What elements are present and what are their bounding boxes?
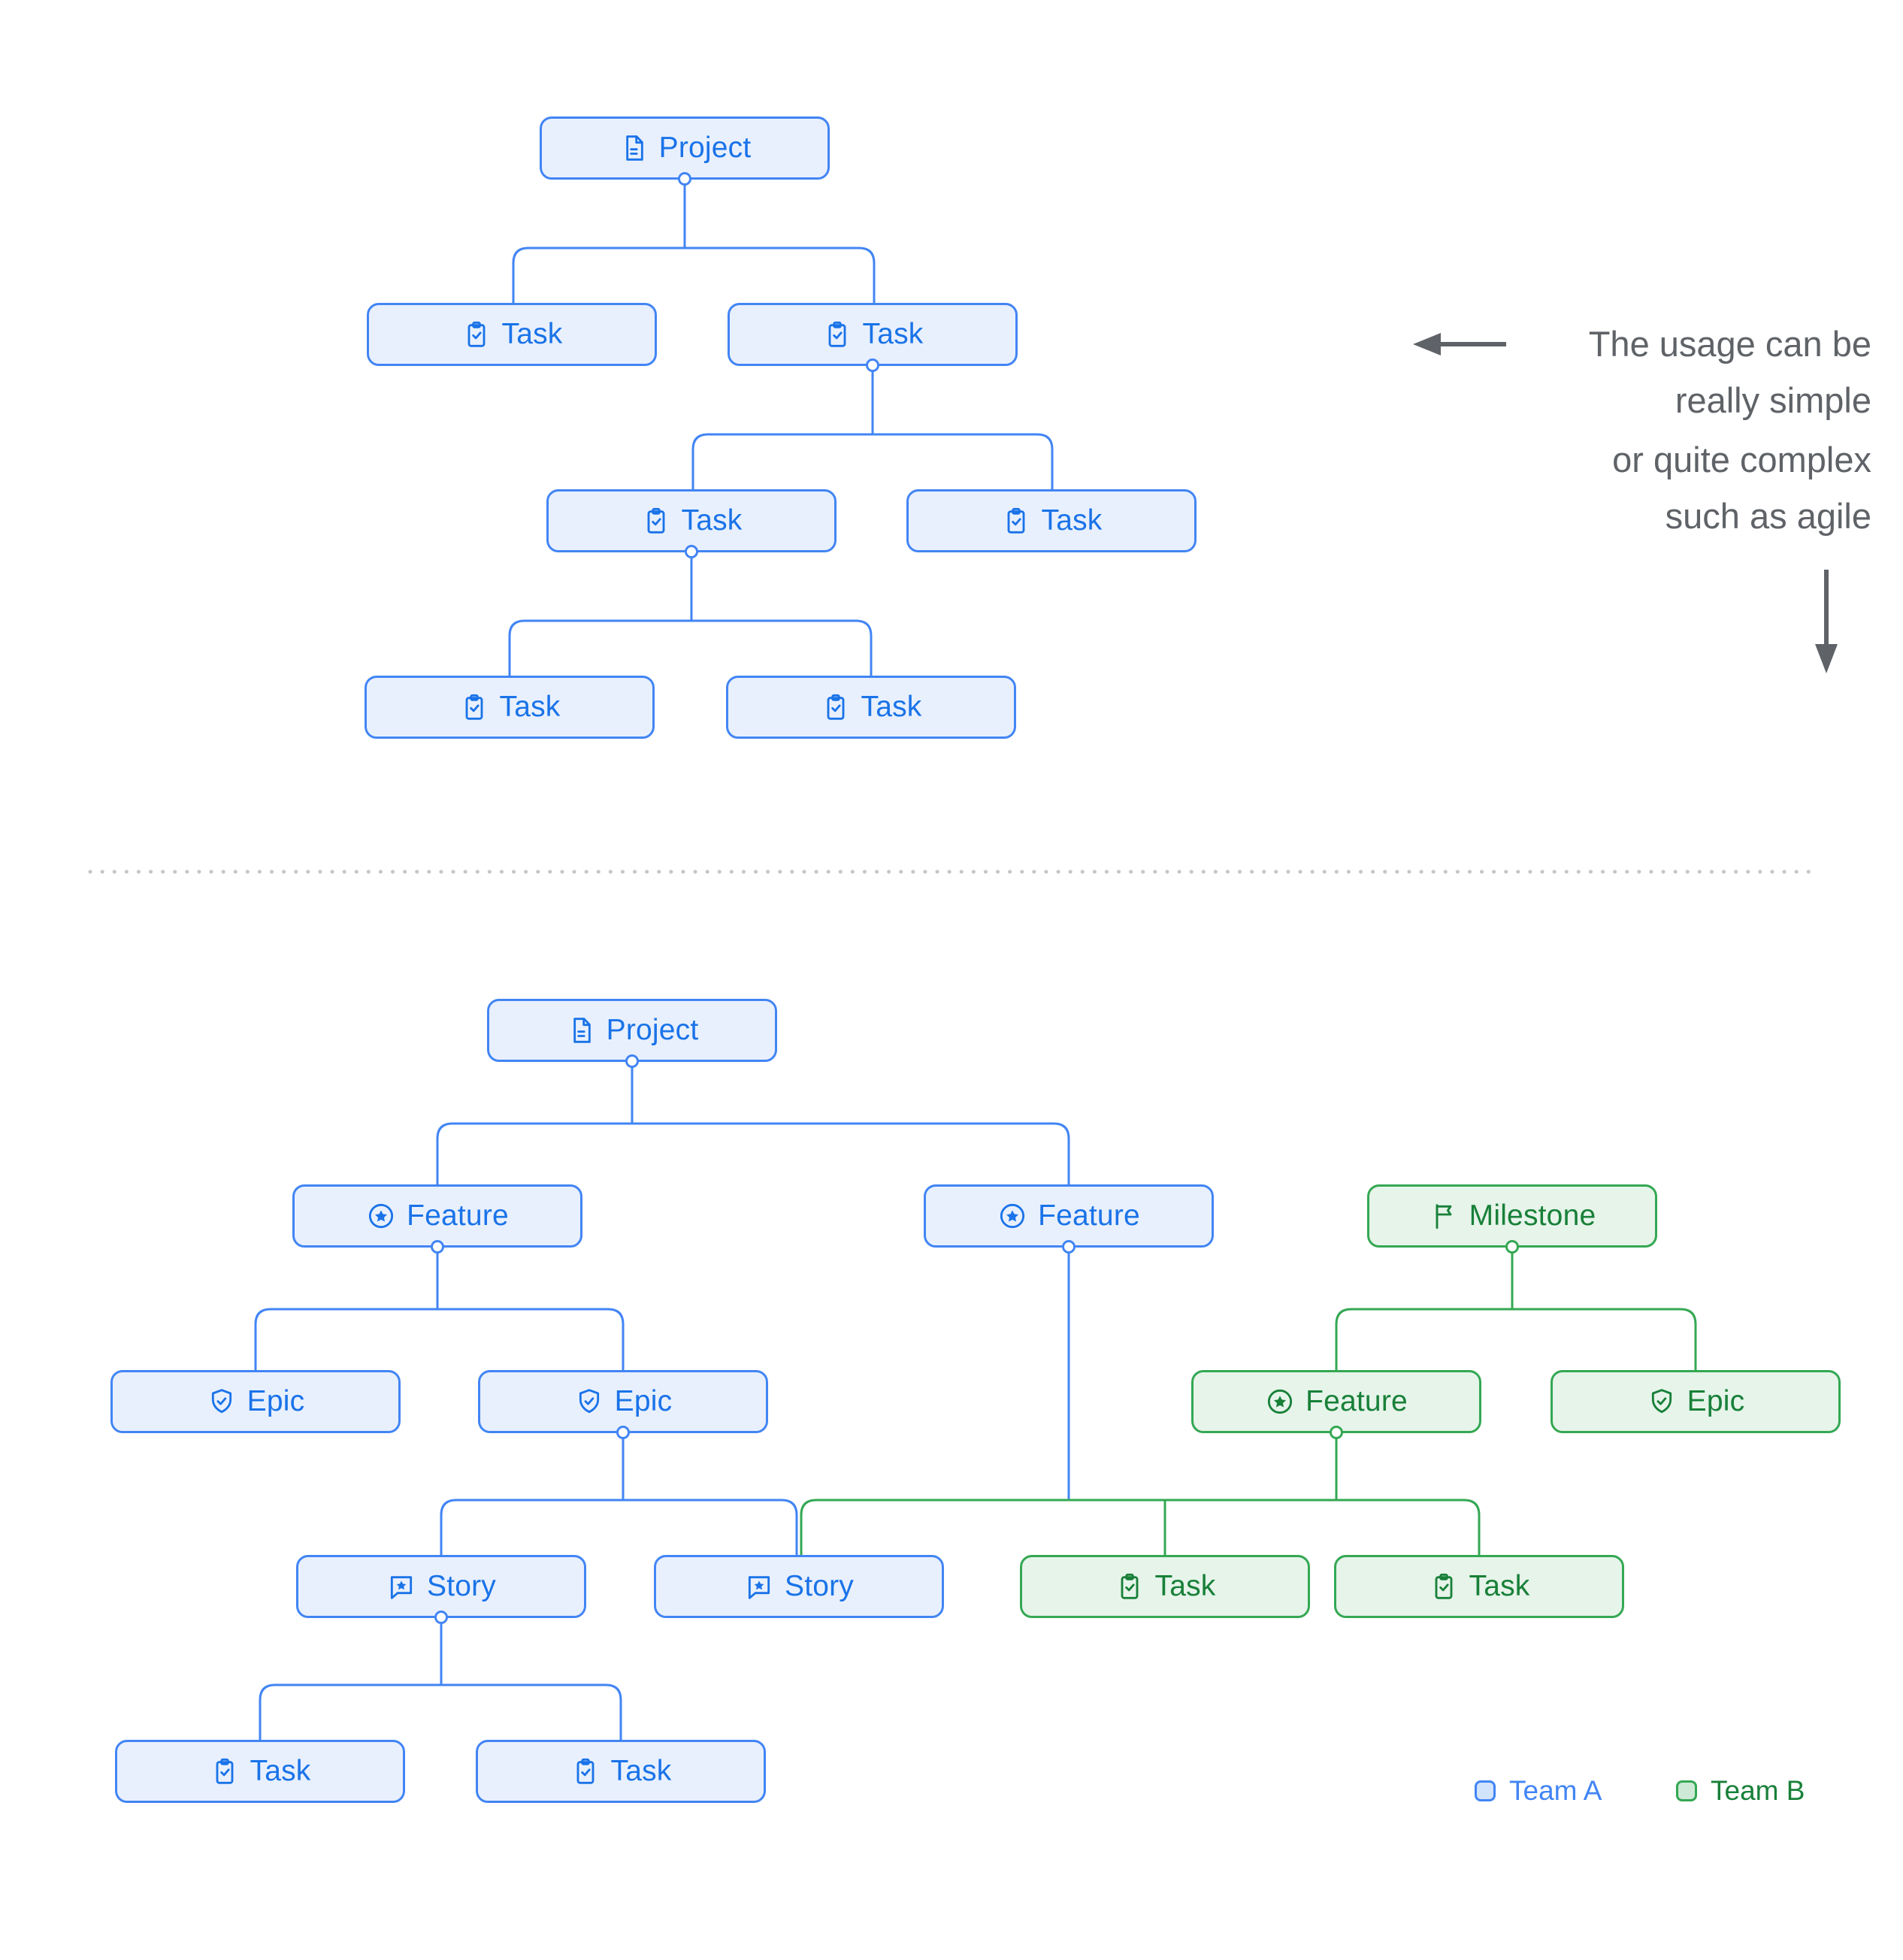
node-epic: Epic xyxy=(478,1370,768,1439)
node-label: Task xyxy=(1041,504,1103,537)
team-b-swatch xyxy=(1676,1780,1697,1801)
task-icon xyxy=(570,1756,601,1786)
port-dot xyxy=(616,1426,630,1439)
node-label: Project xyxy=(606,1014,699,1046)
node-task: Task xyxy=(365,676,655,739)
simple-tree-connectors xyxy=(508,185,1054,676)
epic-icon xyxy=(207,1387,237,1417)
node-label: Epic xyxy=(614,1385,673,1417)
task-icon xyxy=(1115,1571,1145,1602)
port-dot xyxy=(1062,1240,1076,1254)
node-task: Task xyxy=(1020,1555,1310,1618)
story-icon xyxy=(744,1571,774,1602)
node-label: Task xyxy=(499,691,561,723)
task-icon xyxy=(821,692,851,722)
team-a-label: Team A xyxy=(1509,1775,1602,1806)
port-dot xyxy=(625,1054,639,1068)
annotation-line-1: The usage can be xyxy=(1588,324,1871,364)
annotation-line-2: really simple xyxy=(1675,380,1871,420)
node-task: Task xyxy=(1334,1555,1624,1618)
node-label: Task xyxy=(610,1755,672,1787)
epic-icon xyxy=(574,1387,604,1417)
task-icon xyxy=(461,319,492,349)
legend-team-a: Team A xyxy=(1475,1775,1602,1807)
node-label: Feature xyxy=(1038,1199,1140,1232)
annotation-line-3: or quite complex xyxy=(1612,440,1871,479)
port-dot xyxy=(866,358,879,372)
left-arrow-icon xyxy=(1413,333,1506,355)
feature-icon xyxy=(997,1201,1027,1231)
node-feature: Feature xyxy=(924,1184,1214,1254)
node-feature: Feature xyxy=(1191,1370,1481,1439)
node-label: Task xyxy=(501,318,563,350)
feature-icon xyxy=(1265,1387,1295,1417)
node-label: Milestone xyxy=(1469,1199,1596,1232)
port-dot xyxy=(431,1240,444,1254)
story-icon xyxy=(386,1571,416,1602)
epic-icon xyxy=(1647,1387,1677,1417)
task-icon xyxy=(641,506,671,536)
node-task: Task xyxy=(726,676,1016,739)
complex-tree-connectors-team-b xyxy=(800,1253,1697,1556)
legend-team-b: Team B xyxy=(1676,1775,1805,1807)
milestone-icon xyxy=(1429,1201,1459,1231)
complex-tree-connectors-team-a xyxy=(254,1067,1070,1741)
feature-icon xyxy=(366,1201,396,1231)
task-icon xyxy=(1429,1571,1459,1602)
node-label: Epic xyxy=(1687,1385,1745,1417)
team-a-swatch xyxy=(1475,1780,1496,1801)
node-epic: Epic xyxy=(110,1370,401,1433)
node-label: Task xyxy=(1469,1570,1530,1602)
node-task: Task xyxy=(906,489,1197,552)
node-label: Feature xyxy=(407,1199,509,1232)
port-dot xyxy=(434,1611,448,1624)
node-milestone: Milestone xyxy=(1367,1184,1657,1254)
port-dot xyxy=(1505,1240,1519,1254)
task-icon xyxy=(1001,506,1031,536)
node-task: Task xyxy=(728,303,1018,372)
node-task: Task xyxy=(546,489,837,558)
task-icon xyxy=(822,319,852,349)
node-label: Story xyxy=(784,1570,855,1602)
node-task: Task xyxy=(115,1740,405,1803)
node-label: Task xyxy=(250,1755,311,1787)
annotation-text: The usage can be really simple or quite … xyxy=(1589,316,1871,544)
node-feature: Feature xyxy=(292,1184,582,1254)
node-epic: Epic xyxy=(1551,1370,1841,1433)
node-label: Task xyxy=(681,504,743,537)
node-task: Task xyxy=(367,303,657,366)
down-arrow-icon xyxy=(1815,570,1838,673)
node-label: Feature xyxy=(1305,1385,1408,1417)
node-task: Task xyxy=(476,1740,766,1803)
port-dot xyxy=(685,545,698,558)
node-label: Task xyxy=(1154,1570,1216,1602)
node-story: Story xyxy=(654,1555,944,1618)
task-icon xyxy=(459,692,489,722)
node-project: Project xyxy=(487,999,777,1068)
document-icon xyxy=(619,133,649,163)
annotation-line-4: such as agile xyxy=(1665,496,1871,536)
document-icon xyxy=(566,1015,596,1045)
port-dot xyxy=(1330,1426,1343,1439)
node-story: Story xyxy=(296,1555,586,1624)
node-project: Project xyxy=(540,116,830,186)
node-label: Project xyxy=(658,132,752,164)
port-dot xyxy=(678,172,691,186)
team-b-label: Team B xyxy=(1711,1775,1805,1806)
task-icon xyxy=(210,1756,240,1786)
node-label: Epic xyxy=(247,1385,305,1417)
node-label: Task xyxy=(862,318,924,350)
node-label: Task xyxy=(861,691,922,723)
node-label: Story xyxy=(426,1570,497,1602)
